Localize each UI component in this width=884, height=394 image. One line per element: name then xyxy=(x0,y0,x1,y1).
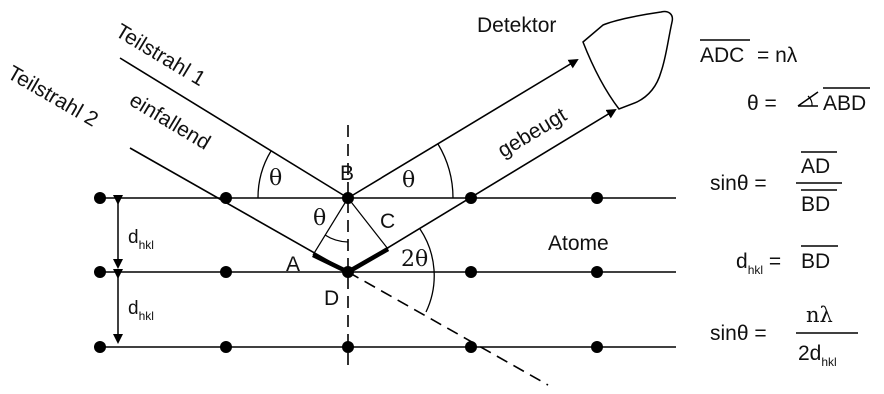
theta-arc-inner xyxy=(324,234,349,243)
spacing-label-1: dhkl xyxy=(128,227,154,252)
diffracted-ray-2 xyxy=(347,108,617,273)
eq4-lhs: dhkl = xyxy=(736,250,781,277)
spacing-label-2: dhkl xyxy=(128,298,154,323)
incident-label: einfallend xyxy=(125,89,214,155)
point-b-label: B xyxy=(340,162,354,185)
atom xyxy=(465,341,477,353)
eq2-rhs: ABD xyxy=(823,92,866,115)
atom xyxy=(342,266,354,278)
eq3-num: AD xyxy=(801,155,830,178)
atom xyxy=(342,341,354,353)
diffracted-ray-1 xyxy=(347,58,579,199)
two-theta-label: 2θ xyxy=(401,247,428,272)
equation-4: dhkl = BD xyxy=(736,245,838,277)
theta-arc-diffracted xyxy=(437,143,454,199)
path-difference-ad xyxy=(312,252,349,275)
construction-line-bc xyxy=(347,197,389,250)
theta-label-incident: θ xyxy=(269,166,282,191)
eq3-den: BD xyxy=(801,193,830,216)
detector-label: Detektor xyxy=(477,14,556,37)
two-theta-arc xyxy=(419,228,435,313)
construction-line-ba xyxy=(312,197,349,256)
equation-5: sinθ = nλ 2dhkl xyxy=(710,303,858,369)
atom xyxy=(591,192,603,204)
point-c-label: C xyxy=(380,210,395,233)
theta-label-diffracted: θ xyxy=(402,168,415,193)
eq5-den: 2dhkl xyxy=(798,342,837,369)
atom xyxy=(591,341,603,353)
equation-3: sinθ = AD BD xyxy=(710,151,842,216)
equation-1: ADC = nλ xyxy=(700,39,798,67)
atom xyxy=(94,266,106,278)
ray1-label: Teilstrahl 1 xyxy=(111,20,209,91)
path-difference-dc xyxy=(346,247,390,274)
eq1-rhs: = nλ xyxy=(757,44,798,67)
theta-label-inner: θ xyxy=(313,206,326,231)
atom xyxy=(94,192,106,204)
ray2-label: Teilstrahl 2 xyxy=(4,61,102,131)
detector-icon xyxy=(582,10,674,110)
point-d-label: D xyxy=(324,287,339,310)
atoms-row-2 xyxy=(94,266,603,278)
eq5-num: nλ xyxy=(806,303,833,327)
transmitted-dashed-line xyxy=(347,271,549,386)
atoms-label: Atome xyxy=(548,232,609,255)
eq1-lhs: ADC xyxy=(700,44,744,67)
angle-symbol-icon xyxy=(797,91,819,107)
diffracted-label: gebeugt xyxy=(494,103,571,162)
eq3-lhs: sinθ = xyxy=(710,172,767,195)
eq4-rhs: BD xyxy=(801,250,830,273)
atom xyxy=(220,341,232,353)
incident-ray-1 xyxy=(119,57,349,199)
point-a-label: A xyxy=(286,253,300,276)
atom xyxy=(591,266,603,278)
atom xyxy=(465,192,477,204)
atom xyxy=(342,192,354,204)
eq5-lhs: sinθ = xyxy=(710,322,767,345)
atom xyxy=(465,266,477,278)
theta-arc-incident xyxy=(257,150,272,199)
atoms-row-1 xyxy=(94,192,603,204)
eq2-lhs: θ = xyxy=(747,92,777,115)
incident-ray-2 xyxy=(129,147,349,273)
atoms-row-3 xyxy=(94,341,603,353)
atom xyxy=(220,266,232,278)
equation-2: θ = ABD xyxy=(747,87,870,115)
atom xyxy=(94,341,106,353)
atom xyxy=(220,192,232,204)
